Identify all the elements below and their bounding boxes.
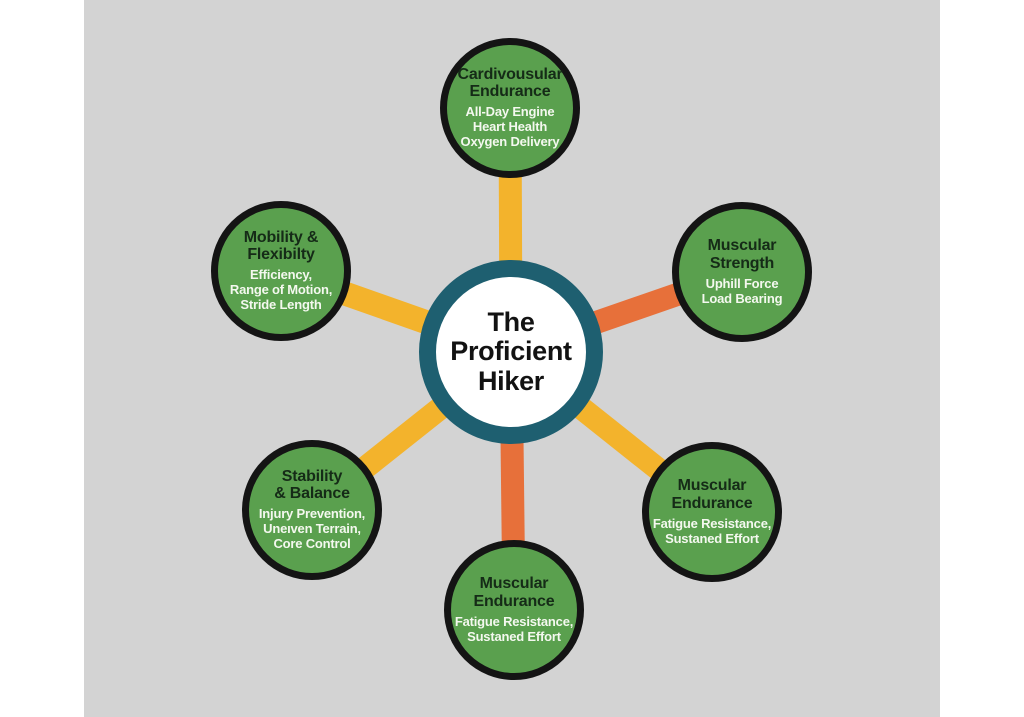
node-title-line: & Balance [274,485,350,503]
node-details: Efficiency, Range of Motion, Stride Leng… [229,267,333,313]
node-details: Injury Prevention, Uneıven Terrain, Core… [258,506,366,552]
node-detail-line: Stride Length [240,297,322,313]
node-title-line: Flexibilty [247,246,315,264]
node-detail-line: Load Bearing [701,290,783,306]
node-title: Mobility & Flexibilty [243,228,319,264]
node-details: Uphill Force Load Bearing [701,275,783,307]
node-detail-line: Sustaned Effort [665,530,759,546]
node-title-line: Endurance [473,592,555,610]
node-detail-line: Sustaned Effort [467,628,561,644]
node-muscular-endurance-right: Muscular Endurance Fatigue Resistance, S… [642,442,782,582]
node-detail-line: Heart Health [472,119,548,135]
node-details: Fatigue Resistance, Sustaned Effort [454,613,574,645]
node-title: Muscular Endurance [672,477,753,511]
node-detail-line: Fatigue Resistance, [454,613,574,629]
node-details: Fatigue Resistance, Sustaned Effort [652,515,772,547]
hub-title: The Proficient Hiker [450,307,572,396]
node-detail-line: Injury Prevention, [258,506,366,522]
node-details: All-Day Engine Heart Health Oxygen Deliv… [460,104,560,150]
node-title-line: Endurance [469,83,551,101]
hub-title-line: Hiker [477,365,545,396]
node-title-line: Mobility & [243,228,319,246]
node-title-line: Cardivousular [457,65,563,83]
node-title-line: Strength [709,254,775,272]
node-muscular-strength: Muscular Strength Uphill Force Load Bear… [672,202,812,342]
node-title-line: Stability [281,467,343,485]
node-title-line: Muscular [479,575,549,593]
node-cardiovascular-endurance: Cardivousular Endurance All-Day Engine H… [440,38,580,178]
node-detail-line: Core Control [273,536,351,552]
node-detail-line: Uphill Force [705,275,779,291]
node-title: Stability & Balance [274,468,350,502]
node-muscular-endurance-bottom: Muscular Endurance Fatigue Resistance, S… [444,540,584,680]
node-detail-line: Uneıven Terrain, [263,521,361,537]
node-title-line: Muscular [677,477,747,495]
node-detail-line: All-Day Engine [465,104,555,120]
node-detail-line: Oxygen Delivery [460,134,560,150]
node-detail-line: Efficiency, [250,267,312,283]
node-title: Muscular Strength [708,237,777,271]
node-title: Muscular Endurance [474,575,555,609]
hub-title-line: The [487,307,535,338]
hub-the-proficient-hiker: The Proficient Hiker [419,260,603,444]
hub-title-line: Proficient [450,336,572,367]
node-title: Cardivousular Endurance [458,66,563,100]
node-stability-balance: Stability & Balance Injury Prevention, U… [242,440,382,580]
node-title-line: Muscular [707,237,777,255]
node-mobility-flexibility: Mobility & Flexibilty Efficiency, Range … [211,201,351,341]
node-detail-line: Fatigue Resistance, [652,515,772,531]
node-detail-line: Range of Motion, [229,282,333,298]
node-title-line: Endurance [671,494,753,512]
